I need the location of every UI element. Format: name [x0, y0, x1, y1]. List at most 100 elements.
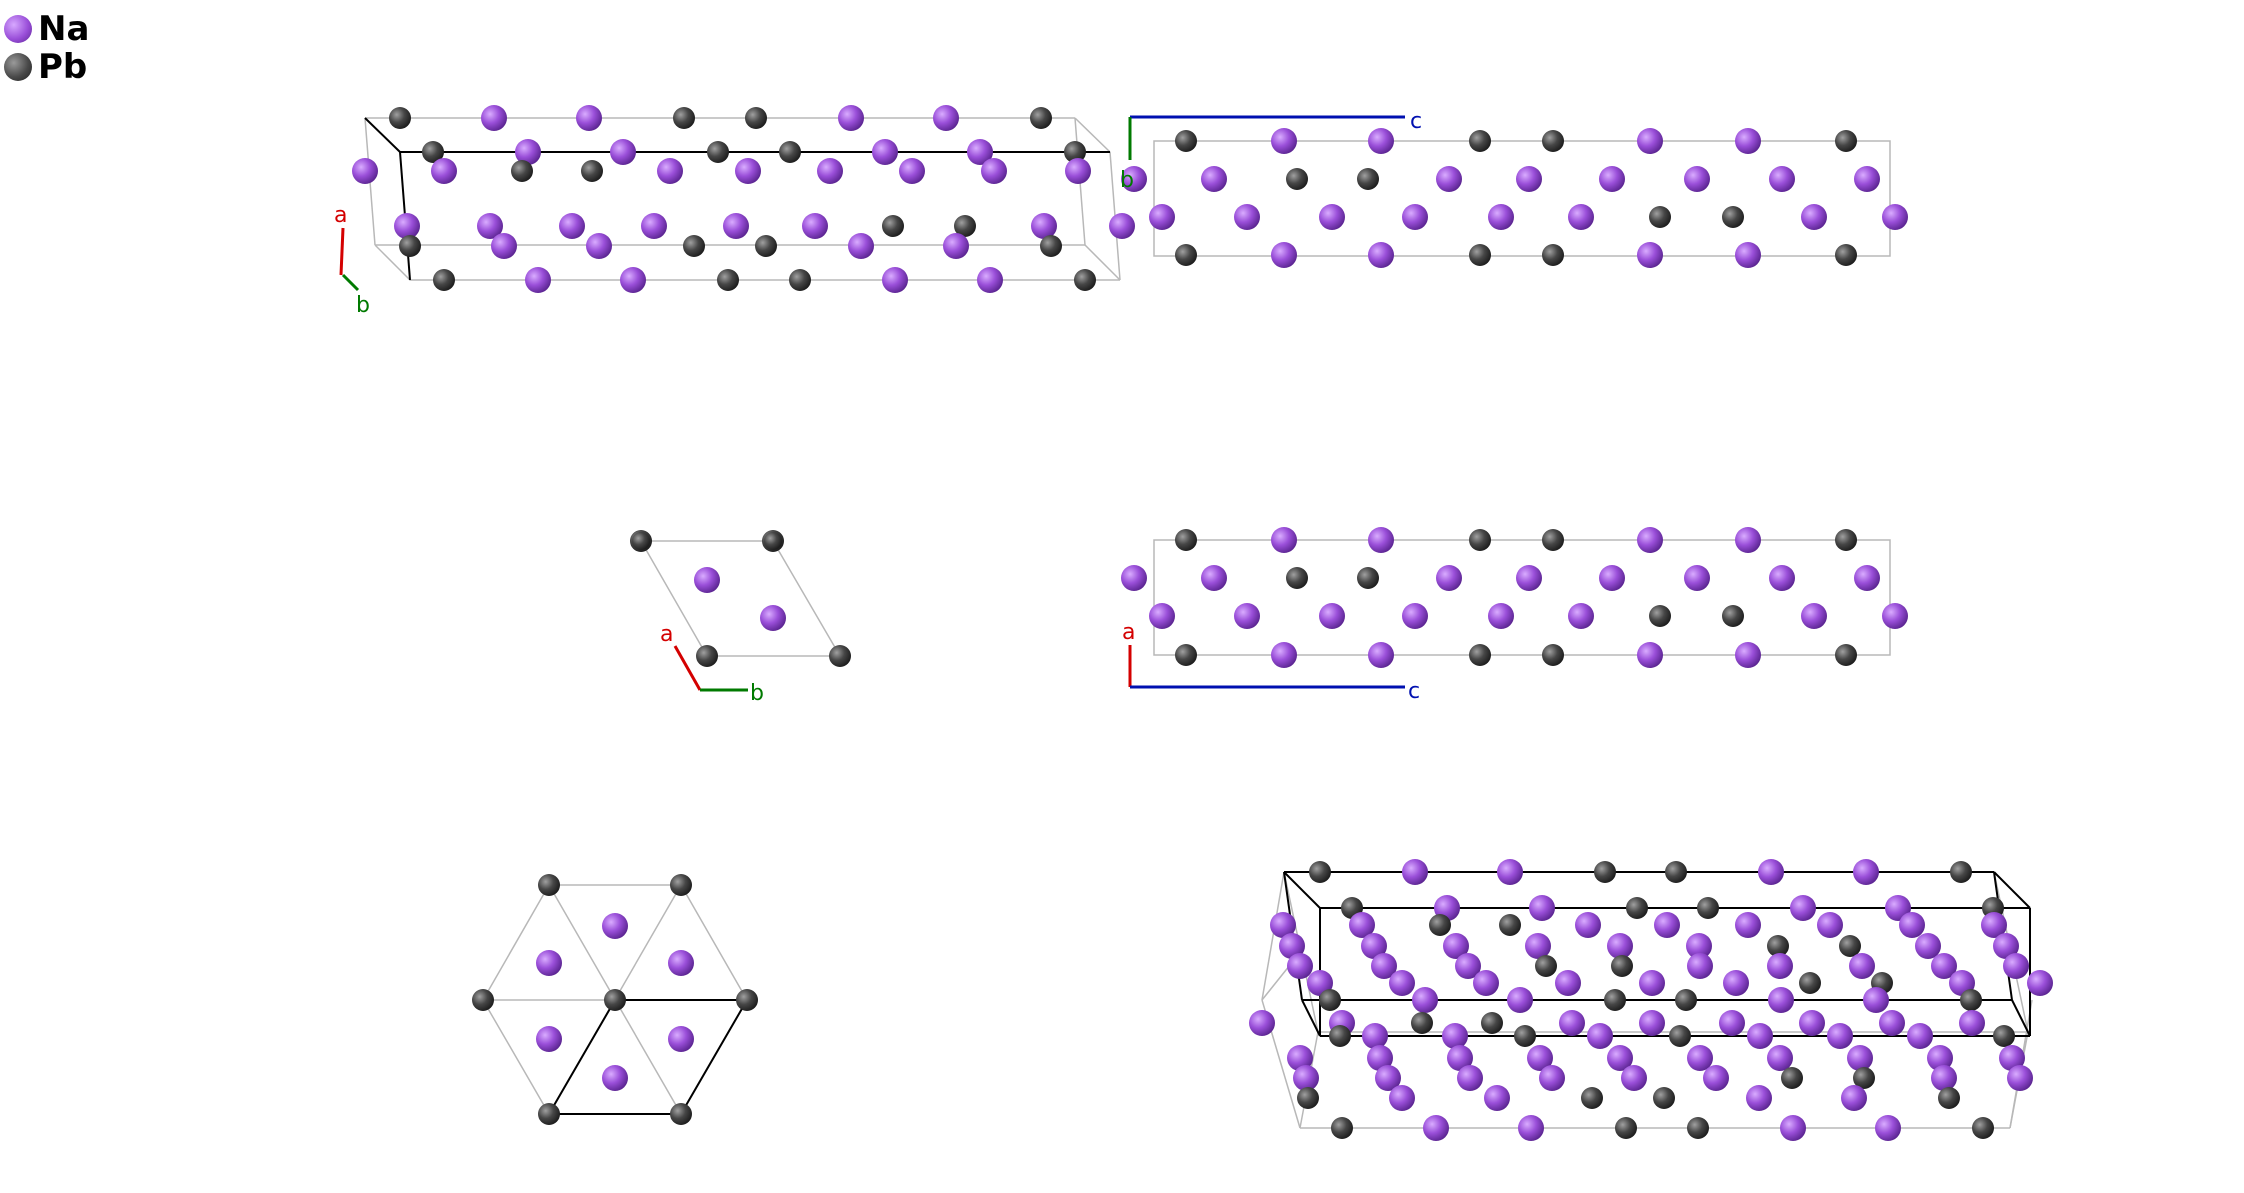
na-atom	[1234, 204, 1260, 230]
na-atom	[1271, 128, 1297, 154]
na-atom	[576, 105, 602, 131]
na-atom	[1361, 933, 1387, 959]
na-atom	[1121, 166, 1147, 192]
pb-atom	[882, 215, 904, 237]
na-atom	[610, 139, 636, 165]
pb-atom	[1175, 644, 1197, 666]
na-atom	[1423, 1115, 1449, 1141]
na-atom	[1849, 953, 1875, 979]
na-atom	[1527, 1045, 1553, 1071]
na-atom	[1637, 642, 1663, 668]
pb-atom	[538, 874, 560, 896]
na-atom	[2027, 970, 2053, 996]
view-along-b: c b	[1120, 109, 1908, 268]
na-atom	[491, 233, 517, 259]
na-atom	[838, 105, 864, 131]
na-atom	[602, 913, 628, 939]
axis-label-b: b	[356, 293, 370, 318]
pb-atom	[1626, 897, 1648, 919]
na-atom	[735, 158, 761, 184]
pb-atom	[736, 989, 758, 1011]
na-atom	[586, 233, 612, 259]
pb-atom	[954, 215, 976, 237]
na-atom	[1473, 970, 1499, 996]
pb-atom	[1835, 529, 1857, 551]
axis-label-c: c	[1408, 679, 1420, 704]
na-atom	[559, 213, 585, 239]
pb-atom	[604, 989, 626, 1011]
na-atom	[1621, 1065, 1647, 1091]
na-atom	[1488, 204, 1514, 230]
pb-atom	[1074, 269, 1096, 291]
pb-atom	[1835, 244, 1857, 266]
na-atom	[1367, 1045, 1393, 1071]
pb-atom	[1469, 644, 1491, 666]
pb-atom	[1535, 955, 1557, 977]
na-atom	[1109, 213, 1135, 239]
na-atom	[694, 567, 720, 593]
na-atom	[1412, 987, 1438, 1013]
na-atom	[1287, 1045, 1313, 1071]
na-atom	[2003, 953, 2029, 979]
pb-atom	[1499, 914, 1521, 936]
na-atom	[1907, 1023, 1933, 1049]
na-atom	[1368, 642, 1394, 668]
na-atom	[1767, 1045, 1793, 1071]
na-atom	[1637, 128, 1663, 154]
na-atom	[1201, 166, 1227, 192]
na-atom	[802, 213, 828, 239]
na-atom	[1999, 1045, 2025, 1071]
pb-atom	[707, 141, 729, 163]
pb-atom	[789, 269, 811, 291]
pb-atom	[1175, 130, 1197, 152]
na-atom	[899, 158, 925, 184]
pb-atom-swatch	[4, 53, 32, 81]
na-atom	[668, 950, 694, 976]
na-atom	[1863, 987, 1889, 1013]
pb-atom	[1286, 168, 1308, 190]
pb-atom	[1993, 1025, 2015, 1047]
na-atom	[1488, 603, 1514, 629]
na-atom	[1287, 953, 1313, 979]
na-atom	[1790, 895, 1816, 921]
pb-atom	[670, 1103, 692, 1125]
view-perspective-bottom	[1249, 859, 2053, 1141]
na-atom	[1402, 859, 1428, 885]
pb-atom	[1972, 1117, 1994, 1139]
na-atom	[1362, 1023, 1388, 1049]
pb-atom	[1175, 244, 1197, 266]
pb-atom	[1697, 897, 1719, 919]
na-atom	[1875, 1115, 1901, 1141]
legend-entry-pb: Pb	[4, 47, 89, 87]
pb-atom	[764, 532, 782, 550]
na-atom	[1735, 642, 1761, 668]
legend-entry-na: Na	[4, 9, 89, 49]
pb-atom	[1853, 1067, 1875, 1089]
na-atom	[1639, 970, 1665, 996]
na-atom	[1234, 603, 1260, 629]
na-atom	[1599, 166, 1625, 192]
pb-atom	[433, 269, 455, 291]
na-atom	[1368, 128, 1394, 154]
na-atom	[1981, 912, 2007, 938]
na-atom	[1497, 859, 1523, 885]
na-atom	[1455, 953, 1481, 979]
na-atom	[1915, 933, 1941, 959]
na-atom	[1780, 1115, 1806, 1141]
na-atom	[1443, 933, 1469, 959]
na-atom	[1854, 166, 1880, 192]
na-atom	[431, 158, 457, 184]
na-atom	[1368, 527, 1394, 553]
pb-atom	[745, 107, 767, 129]
na-atom	[1723, 970, 1749, 996]
pb-atom	[1469, 130, 1491, 152]
na-atom	[1899, 912, 1925, 938]
na-atom	[1879, 1010, 1905, 1036]
na-atom	[1882, 603, 1908, 629]
pb-atom	[1469, 529, 1491, 551]
na-atom	[1931, 953, 1957, 979]
na-atom	[1271, 642, 1297, 668]
pb-atom	[511, 160, 533, 182]
na-atom	[1684, 565, 1710, 591]
na-atom	[1349, 912, 1375, 938]
